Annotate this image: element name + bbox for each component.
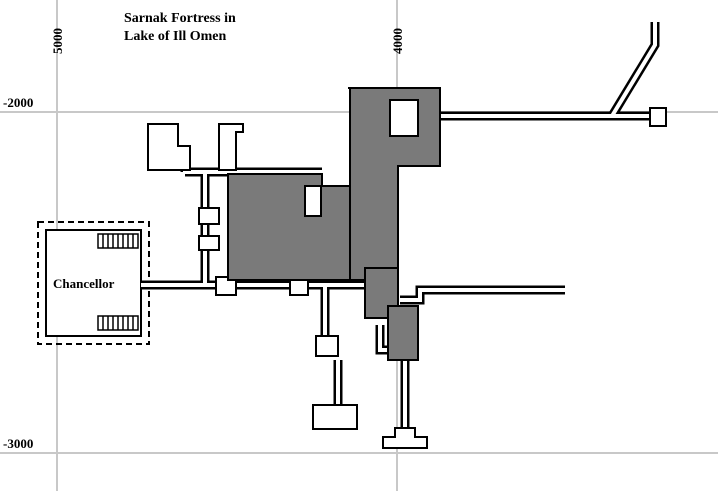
stairs-bottom — [97, 315, 139, 331]
rooms — [147, 107, 667, 449]
y-tick-label-m3000: -3000 — [3, 436, 33, 451]
chancellor-area: Chancellor — [37, 221, 150, 345]
room-northwest — [147, 123, 191, 171]
hall-south-2 — [387, 305, 419, 361]
stairs-top — [97, 233, 139, 249]
room-west-alcove-2 — [198, 235, 220, 251]
hall-tower-window — [389, 99, 419, 137]
room-north-small — [218, 123, 244, 171]
main-halls — [227, 87, 441, 361]
hall-west-grand — [227, 173, 351, 281]
room-junction-1 — [215, 276, 237, 296]
map-title-line-1: Sarnak Fortress in — [124, 11, 236, 26]
y-tick-label-m2000: -2000 — [3, 95, 33, 110]
chancellor-label: Chancellor — [53, 276, 115, 291]
x-tick-label-5000: 5000 — [50, 28, 65, 54]
hall-notch — [304, 185, 322, 217]
room-east-end — [649, 107, 667, 127]
room-west-alcove-1 — [198, 207, 220, 225]
room-south-cross — [382, 427, 428, 449]
map-title-line-2: Lake of Ill Omen — [124, 29, 226, 44]
room-south-west — [312, 404, 358, 430]
x-tick-label-4000: 4000 — [390, 28, 405, 54]
room-junction-3 — [315, 335, 339, 357]
